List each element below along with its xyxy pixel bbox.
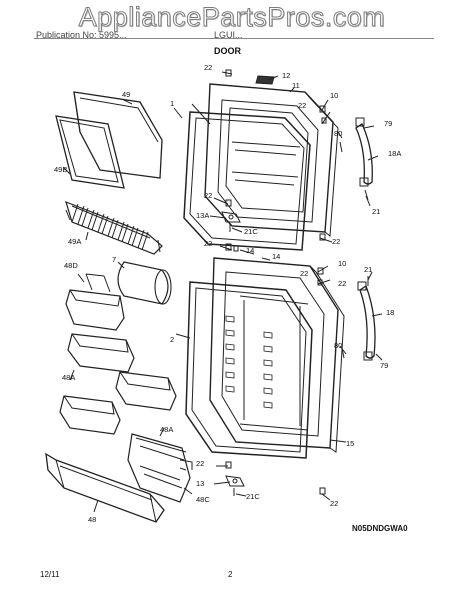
footer-page-number: 2 — [228, 570, 233, 579]
freezer-door-assembly — [183, 69, 379, 251]
callout-48C: 48C — [196, 495, 210, 504]
callout-48: 48 — [88, 515, 96, 524]
publication-header: Publication No: 5995... — [36, 30, 127, 40]
section-title: DOOR — [214, 46, 241, 56]
callout-79: 79 — [380, 361, 388, 370]
callout-48A: 48A — [62, 373, 75, 382]
callout-18: 18 — [386, 308, 394, 317]
fresh-food-door-assembly — [175, 243, 383, 501]
callout-49: 49 — [122, 90, 130, 99]
callout-22: 22 — [338, 279, 346, 288]
header-rule — [34, 38, 434, 39]
callout-13: 13 — [196, 479, 204, 488]
callout-10: 10 — [330, 91, 338, 100]
callout-13A: 13A — [196, 211, 209, 220]
callout-14: 14 — [272, 252, 280, 261]
callout-12: 12 — [282, 71, 290, 80]
callout-18A: 18A — [388, 149, 401, 158]
callout-79: 79 — [384, 119, 392, 128]
callout-80: 80 — [334, 129, 342, 138]
freezer-bins — [55, 91, 183, 255]
callout-2: 2 — [170, 335, 174, 344]
callout-14: 14 — [246, 246, 254, 255]
callout-10: 10 — [338, 259, 346, 268]
callout-22: 22 — [300, 269, 308, 278]
callout-22: 22 — [332, 237, 340, 246]
callout-49A: 49A — [68, 237, 81, 246]
callout-48A: 48A — [160, 425, 173, 434]
callout-22: 22 — [204, 63, 212, 72]
callout-labels: 22 12 11 10 22 1 49 80 79 18A 21 49B 22 … — [54, 63, 401, 524]
callout-48D: 48D — [64, 261, 78, 270]
callout-22: 22 — [204, 191, 212, 200]
callout-21C: 21C — [244, 227, 258, 236]
callout-22: 22 — [204, 239, 212, 248]
fresh-food-bins — [45, 261, 193, 523]
footer-date: 12/11 — [40, 570, 60, 579]
callout-22: 22 — [330, 499, 338, 508]
callout-11: 11 — [292, 81, 300, 90]
callout-21: 21 — [364, 265, 372, 274]
callout-15: 15 — [346, 439, 354, 448]
callout-22: 22 — [196, 459, 204, 468]
callout-80: 80 — [334, 341, 342, 350]
callout-7: 7 — [112, 255, 116, 264]
diagram-code: N05DNDGWA0 — [352, 524, 408, 533]
watermark: AppliancePartsPros.com — [78, 2, 386, 33]
callout-21C: 21C — [246, 492, 260, 501]
callout-22: 22 — [298, 101, 306, 110]
model-header: LGUI... — [214, 30, 243, 40]
callout-49B: 49B — [54, 165, 67, 174]
callout-1: 1 — [170, 99, 174, 108]
callout-21: 21 — [372, 207, 380, 216]
